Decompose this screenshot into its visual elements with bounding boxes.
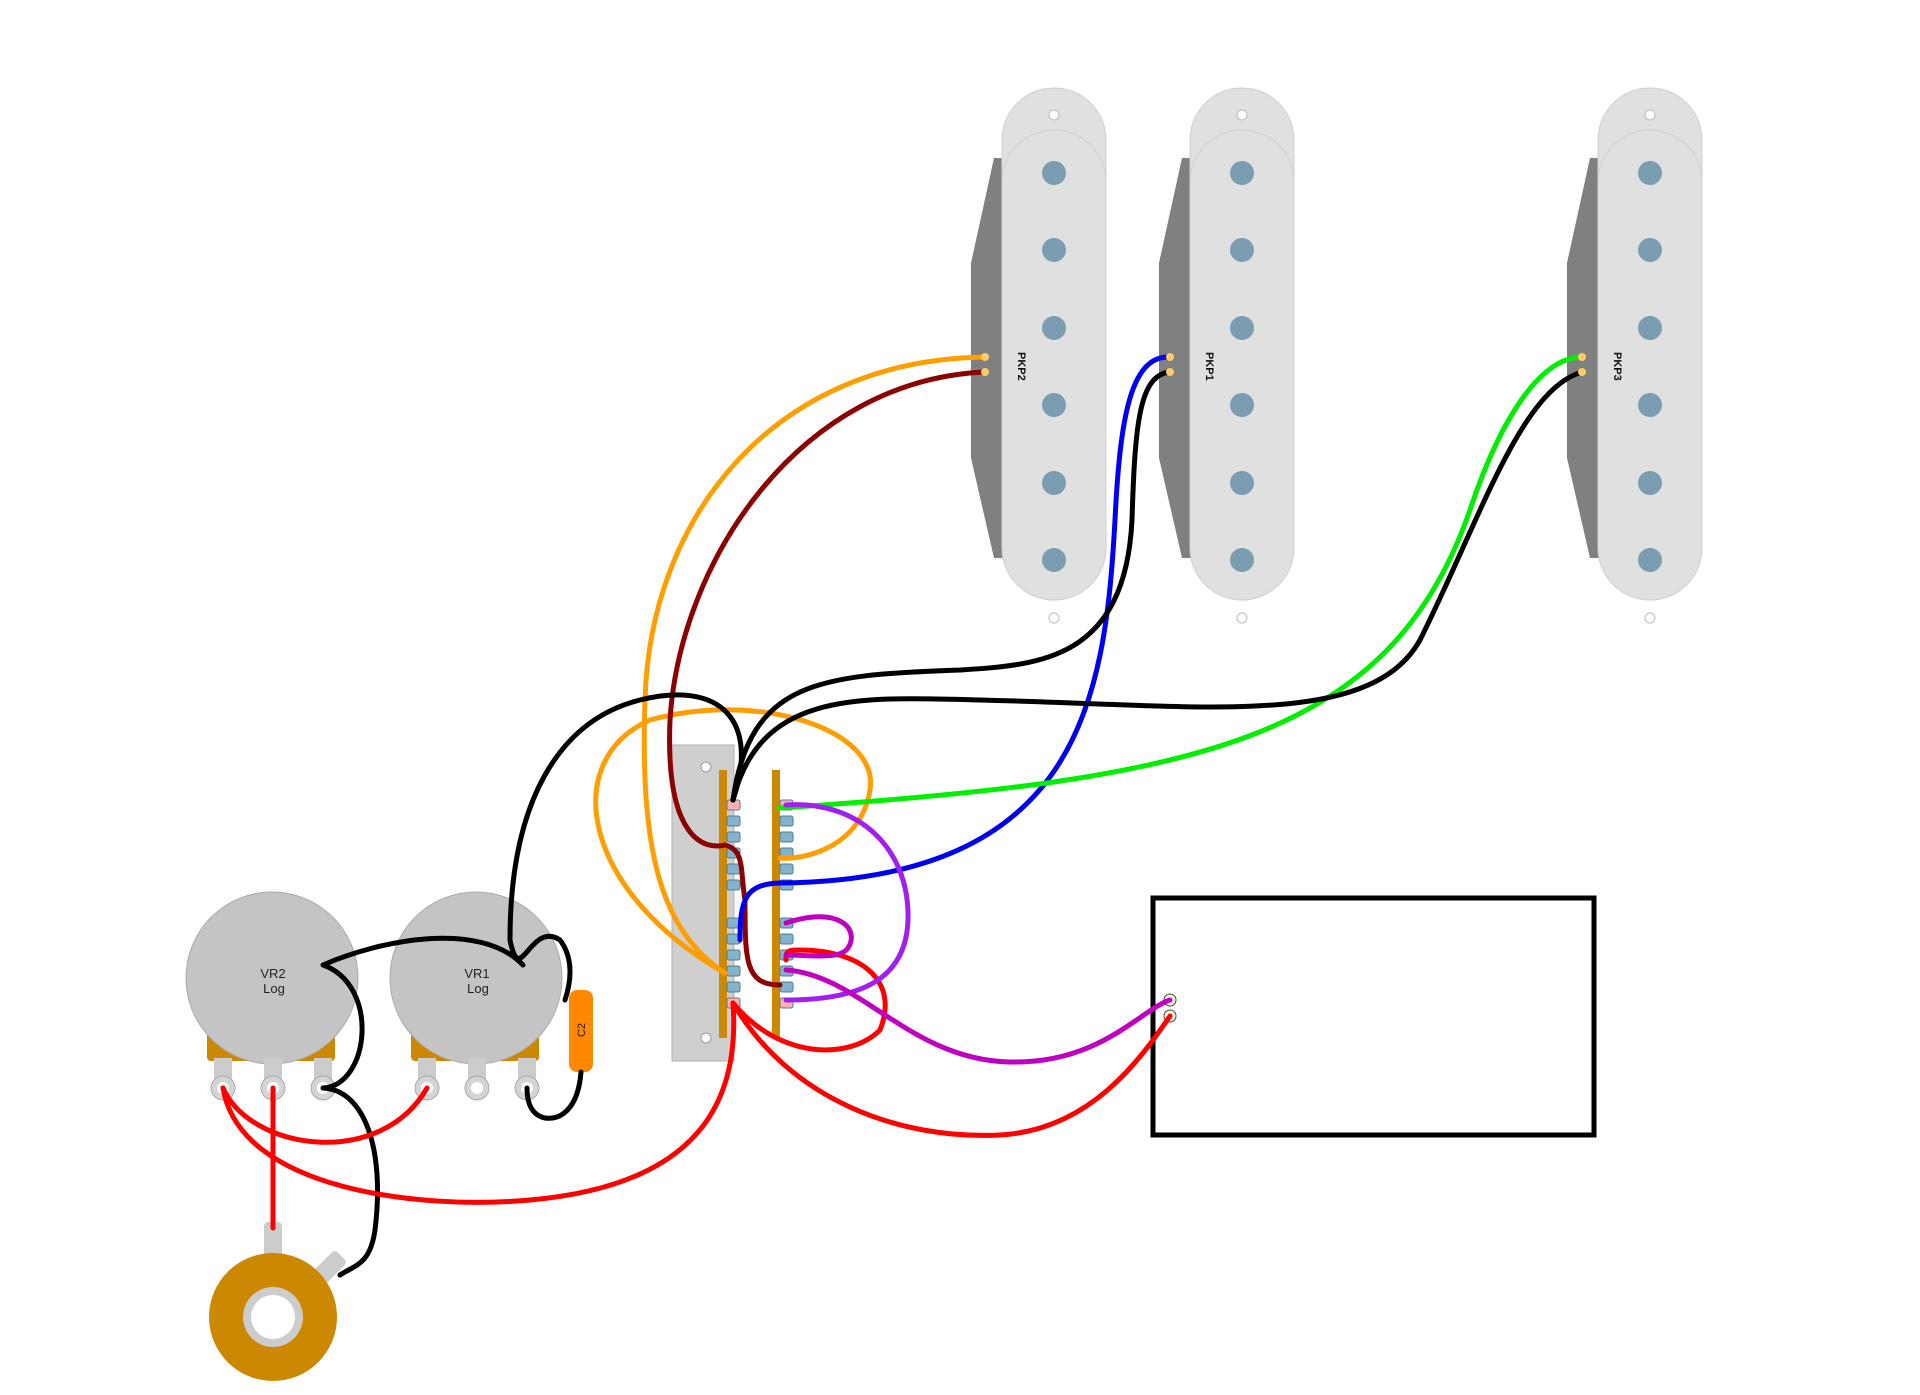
- capacitor-body: [569, 990, 593, 1072]
- switch-lug: [779, 831, 794, 843]
- switch-lugs-right: [779, 799, 794, 1009]
- wire-black-switch-vr1: [507, 692, 744, 1003]
- pole-piece: [1638, 471, 1662, 495]
- pot-lug-stem: [418, 1058, 436, 1082]
- pickup-cover: [1597, 129, 1703, 601]
- battery-box: [1150, 895, 1597, 1138]
- pot-vr1: VR1 Log: [389, 891, 563, 1101]
- pickup-label: PKP3: [1611, 352, 1623, 381]
- switch-lug: [726, 949, 741, 961]
- pole-piece: [1042, 161, 1066, 185]
- pole-piece: [1230, 161, 1254, 185]
- pickup-label: PKP2: [1015, 352, 1027, 381]
- switch-lug: [726, 965, 741, 977]
- pot-lug-stem: [518, 1058, 536, 1082]
- pole-piece: [1638, 393, 1662, 417]
- solder-point: [981, 368, 989, 376]
- mount-hole: [1236, 109, 1248, 121]
- pole-piece: [1230, 238, 1254, 262]
- switch-lug: [726, 981, 741, 993]
- pole-piece: [1638, 316, 1662, 340]
- mount-hole: [1048, 612, 1060, 624]
- pole-piece: [1042, 393, 1066, 417]
- wires: [220, 354, 1585, 1278]
- pole-piece: [1230, 548, 1254, 572]
- wire-blue-stub: [737, 880, 783, 943]
- wire-red-vr2-switch: [220, 1000, 737, 1205]
- solder-point: [1578, 353, 1586, 361]
- solder-point: [1166, 368, 1174, 376]
- wire-green: [777, 354, 1585, 811]
- wire-red-battery: [730, 1000, 1173, 1138]
- wire-black-pkp3: [730, 369, 1585, 803]
- pot-taper: Log: [263, 981, 285, 996]
- switch-lug: [726, 879, 741, 891]
- pickup-cover: [1189, 129, 1295, 601]
- wire-orange-loop: [593, 707, 873, 976]
- pole-piece: [1042, 316, 1066, 340]
- mount-hole: [1236, 612, 1248, 624]
- selector-switch: [671, 744, 794, 1062]
- pot-label: VR1: [464, 966, 489, 981]
- switch-lug: [726, 815, 741, 827]
- pole-piece: [1638, 238, 1662, 262]
- switch-screw-hole: [700, 1032, 712, 1044]
- mount-hole: [1048, 109, 1060, 121]
- wire-black-pkp1: [730, 369, 1173, 803]
- pickup-pkp1: PKP1: [1159, 87, 1295, 624]
- switch-lug: [779, 815, 794, 827]
- switch-lugs-left: [726, 799, 741, 1009]
- wire-red-loop: [730, 947, 888, 1053]
- switch-lug: [726, 831, 741, 843]
- wire-black-vr1-vr2: [320, 935, 526, 1278]
- solder-point: [981, 353, 989, 361]
- pickup-label: PKP1: [1203, 352, 1215, 381]
- pole-piece: [1230, 393, 1254, 417]
- solder-points: [981, 353, 1586, 376]
- switch-lug: [726, 863, 741, 875]
- pot-vr2: VR2 Log: [185, 891, 359, 1101]
- pot-label: VR2: [260, 966, 285, 981]
- battery-outline: [1150, 895, 1597, 1138]
- switch-bar-left: [719, 770, 727, 1038]
- solder-point: [1578, 368, 1586, 376]
- pot-lug-stem: [214, 1058, 232, 1082]
- capacitor-c2: C2: [569, 990, 593, 1072]
- pot-lug-stem: [468, 1058, 486, 1082]
- pole-piece: [1230, 316, 1254, 340]
- mount-hole: [1644, 612, 1656, 624]
- wire-magenta-battery: [783, 967, 1173, 1065]
- solder-point: [1166, 353, 1174, 361]
- switch-screw-hole: [700, 761, 712, 773]
- pole-piece: [1042, 471, 1066, 495]
- pot-lug-stem: [314, 1058, 332, 1082]
- pickup-pkp3: PKP3: [1567, 87, 1703, 624]
- pole-piece: [1042, 238, 1066, 262]
- pot-lug-hole: [471, 1082, 483, 1094]
- pole-piece: [1638, 548, 1662, 572]
- mount-hole: [1644, 109, 1656, 121]
- pole-piece: [1042, 548, 1066, 572]
- jack-tip-lug: [264, 1222, 282, 1258]
- pot-lug-stem: [264, 1058, 282, 1082]
- switch-lug: [779, 863, 794, 875]
- pot-taper: Log: [467, 981, 489, 996]
- switch-bar-right: [772, 770, 780, 1038]
- pole-piece: [1638, 161, 1662, 185]
- wire-magenta-loop: [783, 914, 854, 959]
- pole-piece: [1230, 471, 1254, 495]
- output-jack: [209, 1222, 346, 1381]
- capacitor-label: C2: [576, 1023, 588, 1037]
- wire-orange: [641, 354, 988, 976]
- pickup-pkp2: PKP2: [971, 87, 1107, 624]
- jack-hole: [251, 1295, 295, 1339]
- wire-red-vr2-vr1: [220, 1085, 430, 1145]
- pickup-cover: [1001, 129, 1107, 601]
- wire-dark-red: [667, 369, 988, 988]
- switch-lug: [779, 933, 794, 945]
- wire-black-cap-vr1: [524, 1069, 584, 1121]
